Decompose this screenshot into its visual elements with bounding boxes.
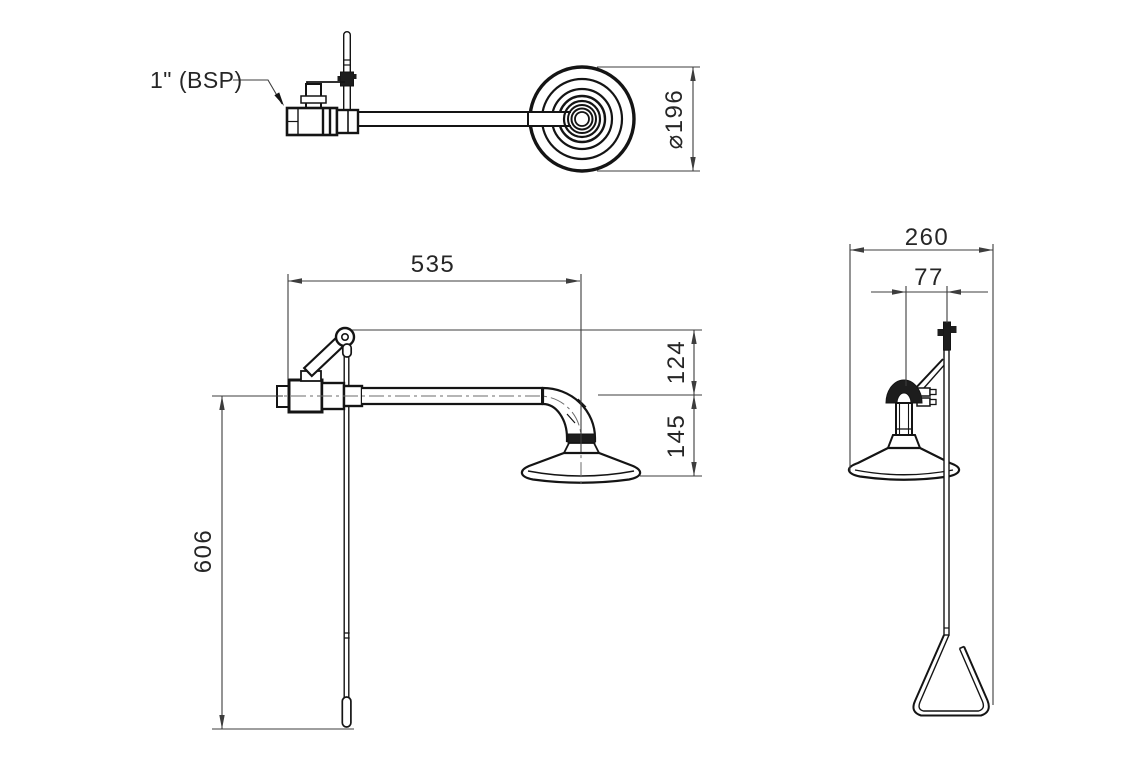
dim-arm-length-text: 535 [411, 251, 456, 278]
shower-head-top-inner-circles [562, 99, 602, 139]
dim-depth-text: 260 [905, 224, 950, 251]
pull-handle-triangle [912, 634, 990, 717]
dim-rod-length-text: 606 [190, 529, 217, 574]
shower-head-side [847, 446, 961, 481]
pipe-centerline [265, 395, 582, 486]
pull-rod-top [337, 31, 357, 111]
rod-clamp-top [340, 71, 354, 87]
dim-head-diameter: ⌀196 [597, 66, 700, 172]
dim-rod-length: 606 [190, 395, 354, 730]
rod-link [341, 343, 353, 358]
dim-depth: 260 [849, 224, 994, 705]
pull-rod-details-front [341, 632, 352, 728]
elbow-side [885, 379, 923, 404]
dim-rod-offset-text: 77 [914, 264, 944, 291]
leader-arrowhead [274, 92, 284, 106]
pipe-top [358, 111, 571, 127]
valve-lever-front [300, 326, 356, 382]
top-view: 1" (BSP) ⌀196 [150, 31, 700, 173]
dim-head-drop-text: 145 [663, 414, 690, 459]
pull-rod-side [937, 321, 957, 636]
elbow-front [541, 386, 597, 443]
drop-pipe-side [886, 402, 922, 449]
valve-top [285, 81, 360, 137]
rod-clamp-side [943, 321, 951, 351]
dim-head-diameter-text: ⌀196 [661, 89, 688, 150]
dim-vertical-drops: 124 145 [352, 329, 702, 477]
head-flange-side [886, 434, 922, 449]
side-view: 260 77 [847, 224, 994, 717]
dim-lever-height-text: 124 [663, 340, 690, 385]
inlet-size-label: 1" (BSP) [150, 67, 243, 93]
front-view: 535 124 145 606 [190, 251, 702, 730]
dim-arm-length: 535 [287, 251, 582, 452]
inlet-callout: 1" (BSP) [150, 67, 284, 106]
pipe-top-fill [358, 112, 571, 126]
rod-end-cap [341, 696, 352, 728]
dim-rod-offset: 77 [871, 264, 988, 386]
bracket-side [911, 358, 947, 407]
